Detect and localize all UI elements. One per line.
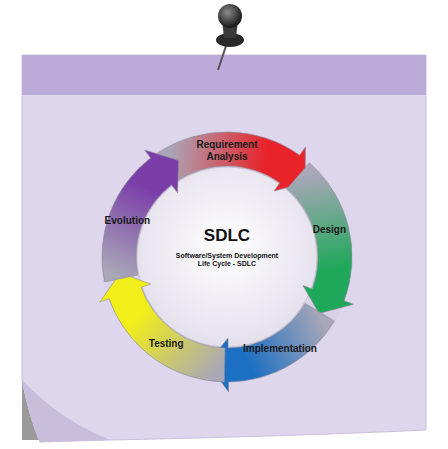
cycle-arrow [208,304,335,393]
stage-label: Implementation [235,343,325,355]
cycle-arrow [158,132,306,191]
cycle-arrow [100,273,225,382]
note-band [22,55,426,95]
center-title: SDLC [204,226,250,246]
note-body [22,55,426,442]
stage-text: Evolution [95,215,159,227]
stage-label: Evolution [95,215,159,227]
stage-text: Requirement Analysis [187,139,267,163]
center-subtitle: Software/System Development Life Cycle -… [171,252,283,268]
stage-label: Testing [136,338,196,350]
pin-head [218,4,242,28]
stage-text: Implementation [235,343,325,355]
cycle-arrow [287,163,354,313]
stage-text: Design [299,224,359,236]
note-curl [22,380,110,442]
stage-text: Testing [136,338,196,350]
ring-center [137,167,317,347]
stage-label: Requirement Analysis [187,139,267,163]
stage-label: Design [299,224,359,236]
